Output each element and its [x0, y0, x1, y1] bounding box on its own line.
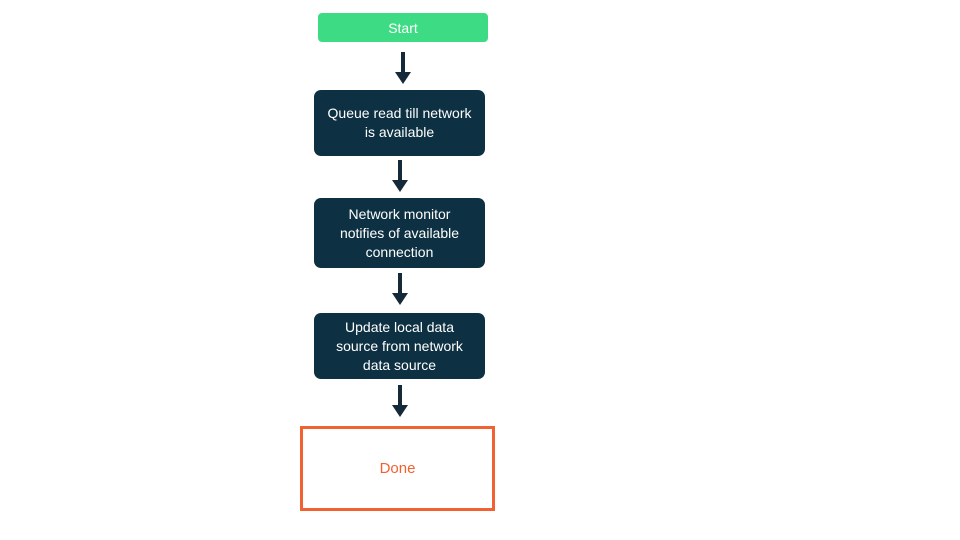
node-start: Start	[318, 13, 488, 42]
node-network-monitor-label: Network monitor notifies of available co…	[339, 205, 460, 260]
arrow-down-icon	[392, 273, 408, 305]
node-done: Done	[300, 426, 495, 511]
arrow-down-icon	[392, 385, 408, 417]
node-queue-read-label: Queue read till network is available	[327, 105, 472, 140]
arrow-down-icon	[395, 52, 411, 84]
node-start-label: Start	[388, 19, 418, 36]
node-network-monitor: Network monitor notifies of available co…	[314, 198, 485, 268]
node-done-label: Done	[379, 460, 416, 477]
node-update-local-data: Update local data source from network da…	[314, 313, 485, 379]
node-update-local-data-label: Update local data source from network da…	[336, 318, 463, 373]
arrow-down-icon	[392, 160, 408, 192]
node-queue-read: Queue read till network is available	[314, 90, 485, 156]
